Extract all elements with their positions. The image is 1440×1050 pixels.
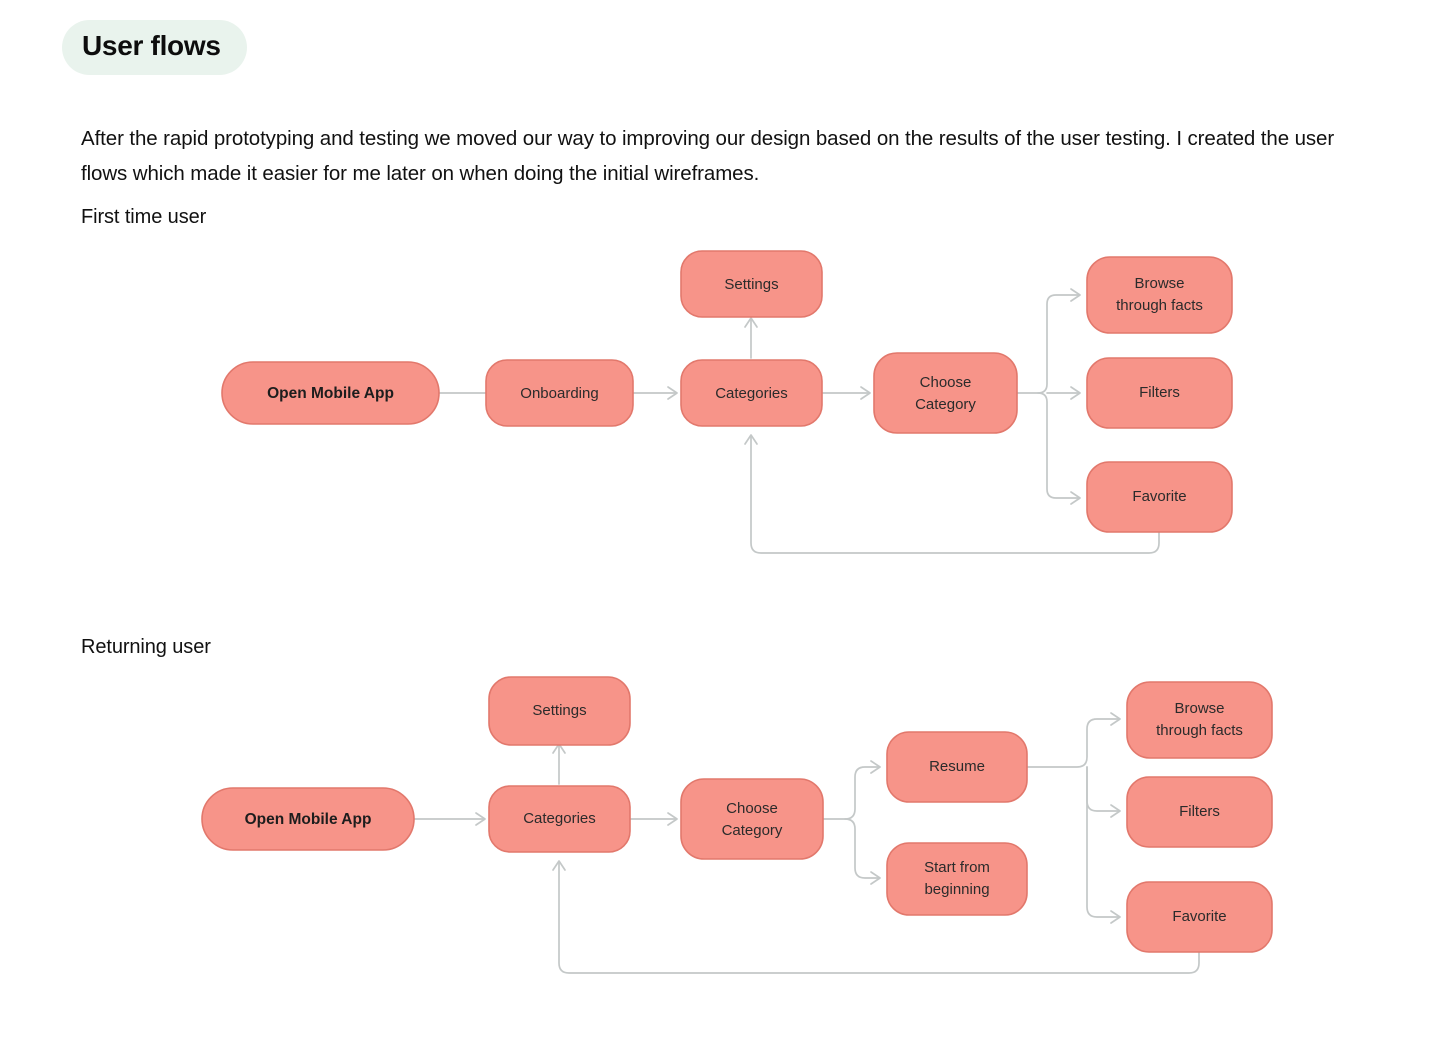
node-filters[interactable]: Filters (1126, 776, 1273, 848)
edge-choose-category-to-favorite (1037, 392, 1081, 505)
edge-categories-to-settings (744, 317, 758, 359)
node-label: Resume (929, 758, 985, 775)
node-open-mobile-app[interactable]: Open Mobile App (221, 361, 440, 425)
flow-diagram-returning-user: Open Mobile App Settings Categories Choo… (0, 660, 1440, 1000)
node-label: Open Mobile App (245, 811, 372, 828)
node-label-line1: Choose (920, 374, 972, 391)
node-settings[interactable]: Settings (680, 250, 823, 318)
edge-resume-to-filters (1086, 766, 1121, 818)
node-label: Filters (1139, 384, 1180, 401)
node-favorite[interactable]: Favorite (1126, 881, 1273, 953)
node-choose-category[interactable]: Choose Category (680, 778, 824, 860)
node-label-line1: Browse (1174, 700, 1224, 717)
node-label-line2: through facts (1156, 722, 1243, 739)
edge-resume-to-favorite (1086, 766, 1121, 924)
edge-choose-category-to-browse-through-facts (1016, 288, 1081, 394)
node-categories[interactable]: Categories (680, 359, 823, 427)
node-label-line2: beginning (924, 881, 989, 898)
flow-diagram-first-time-user: Open Mobile App Onboarding Settings Cate… (0, 236, 1440, 576)
node-label-line1: Start from (924, 859, 990, 876)
node-browse-through-facts[interactable]: Browse through facts (1126, 681, 1273, 759)
node-label: Favorite (1132, 488, 1186, 505)
node-settings[interactable]: Settings (488, 676, 631, 746)
edge-categories-to-choose-category (630, 812, 678, 826)
node-onboarding[interactable]: Onboarding (485, 359, 634, 427)
node-browse-through-facts[interactable]: Browse through facts (1086, 256, 1233, 334)
edge-categories-to-choose-category (822, 386, 871, 400)
node-label: Settings (724, 276, 778, 293)
node-choose-category[interactable]: Choose Category (873, 352, 1018, 434)
node-label: Filters (1179, 803, 1220, 820)
node-resume[interactable]: Resume (886, 731, 1028, 803)
page-title-pill: User flows (62, 20, 247, 75)
node-label-line1: Choose (726, 800, 778, 817)
node-favorite[interactable]: Favorite (1086, 461, 1233, 533)
page-title: User flows (82, 30, 221, 61)
edge-choose-category-to-resume (822, 760, 881, 820)
node-label-line1: Browse (1134, 275, 1184, 292)
node-label: Categories (523, 810, 596, 827)
node-label-line2: Category (915, 396, 976, 413)
edge-favorite-to-categories-loopback (552, 860, 1200, 974)
edge-open-mobile-app-to-categories (413, 812, 486, 826)
node-filters[interactable]: Filters (1086, 357, 1233, 429)
node-open-mobile-app[interactable]: Open Mobile App (201, 787, 415, 851)
node-label: Onboarding (520, 385, 598, 402)
section-label-returning-user: Returning user (81, 636, 211, 658)
node-label: Categories (715, 385, 788, 402)
intro-paragraph: After the rapid prototyping and testing … (81, 126, 1335, 185)
node-categories[interactable]: Categories (488, 785, 631, 853)
edge-categories-to-settings (552, 743, 566, 785)
node-start-from-beginning[interactable]: Start from beginning (886, 842, 1028, 916)
node-label-line2: through facts (1116, 297, 1203, 314)
edge-onboarding-to-categories (632, 386, 678, 400)
node-label: Open Mobile App (267, 385, 394, 402)
edge-choose-category-to-start-from-beginning (844, 818, 881, 885)
edge-resume-to-browse-through-facts (1026, 712, 1121, 768)
node-label: Favorite (1172, 908, 1226, 925)
edge-choose-category-to-filters (1046, 386, 1081, 400)
section-label-first-time-user: First time user (81, 206, 207, 228)
node-label: Settings (532, 702, 586, 719)
edge-favorite-to-categories-loopback (744, 434, 1160, 554)
node-label-line2: Category (722, 822, 783, 839)
